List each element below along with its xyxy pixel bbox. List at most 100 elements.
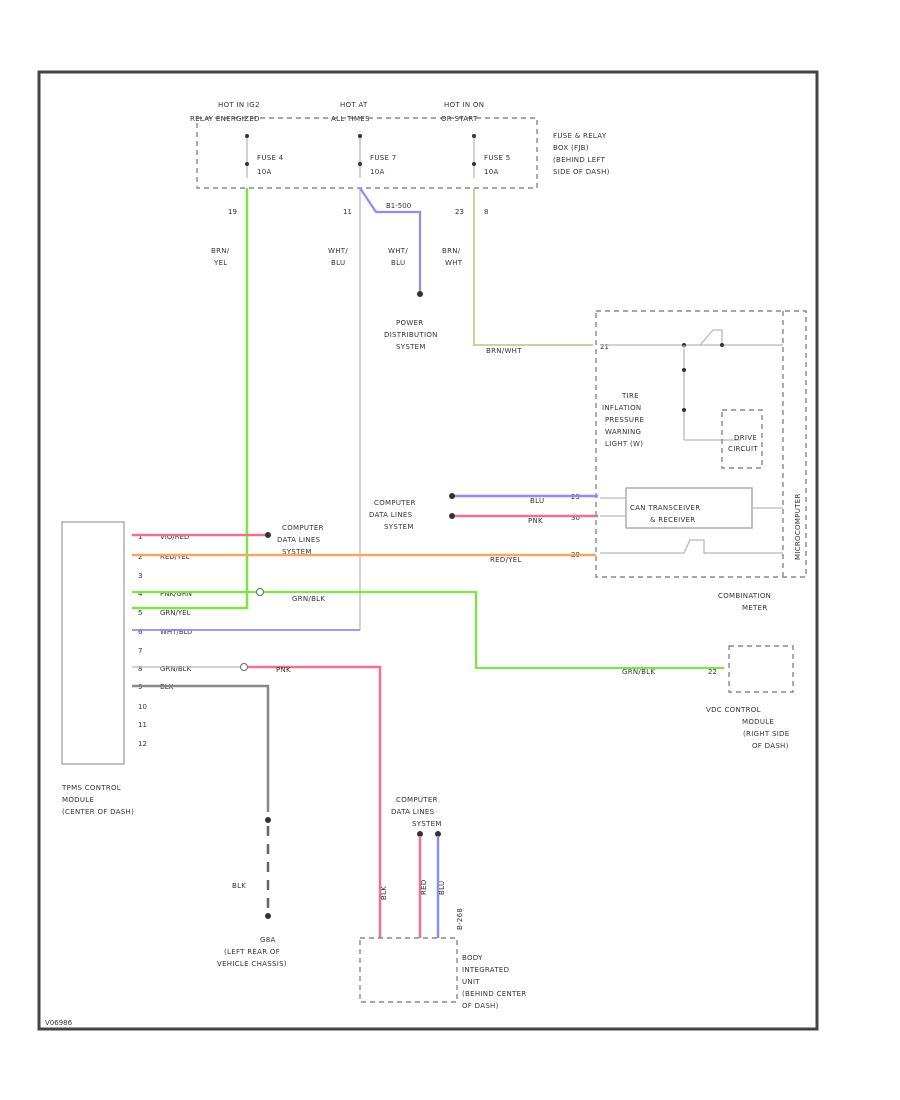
diagram-frame: [37, 70, 819, 1031]
wire-fuse5-2: WHT: [445, 259, 463, 267]
bic-label-5: OF DASH): [462, 1002, 499, 1010]
tire-4: WARNING: [605, 428, 641, 436]
tire-3: PRESSURE: [605, 416, 644, 424]
bic-connector: B-268: [456, 908, 464, 930]
tpms-pins: 1 VIO/RED 2 RED/YEL 3 4 PNK/GRN 5 GRN/YE…: [138, 533, 192, 748]
wire-fuse7-b1: WHT/: [388, 247, 408, 255]
footer-code: V06986: [45, 1019, 73, 1027]
tpms-pin-6: 6: [138, 628, 143, 636]
meter-micro: MICROCOMPUTER: [794, 493, 802, 560]
wire-fuse4-color1: BRN/: [211, 247, 230, 255]
wire-grn-blk-vdc: [132, 590, 724, 670]
comp-data-1-3: SYSTEM: [282, 548, 312, 556]
wire-fuse7-b2: BLU: [391, 259, 405, 267]
tpms-pin-8: 8: [138, 665, 142, 673]
fuse-box-label-3: (BEHIND LEFT: [553, 156, 606, 164]
bic-label-1: BODY: [462, 954, 483, 962]
wire-red-yel-label: RED/YEL: [490, 556, 522, 564]
ground-label-3: VEHICLE CHASSIS): [217, 960, 287, 968]
tpms-pin-8-color: GRN/BLK: [160, 665, 192, 673]
wire-fuse5-1: BRN/: [442, 247, 461, 255]
fuse-4: FUSE 4 10A: [245, 134, 284, 178]
tire-1: TIRE: [621, 392, 639, 400]
pin-8: 8: [484, 208, 488, 216]
comp-data-3-2: DATA LINES: [391, 808, 435, 816]
power-dist-2: DISTRIBUTION: [384, 331, 438, 339]
tpms-label-1: TPMS CONTROL: [61, 784, 121, 792]
vdc-label-4: OF DASH): [752, 742, 789, 750]
vdc-label-2: MODULE: [742, 718, 774, 726]
bic-wire-1: BLK: [380, 886, 388, 900]
power-dist-1: POWER: [396, 319, 423, 327]
wire-fuse7-a2: BLU: [331, 259, 345, 267]
wire-pnk-bic: [248, 665, 382, 938]
combination-meter: [595, 310, 807, 578]
tpms-label-2: MODULE: [62, 796, 94, 804]
fuse-box-label-4: SIDE OF DASH): [553, 168, 610, 176]
tpms-pin-5-color: GRN/YEL: [160, 609, 191, 617]
fuse7-amp: 10A: [370, 168, 385, 176]
meter-label-2: METER: [742, 604, 768, 612]
tpms-pin-4: 4: [138, 590, 143, 598]
comp-data-3-3: SYSTEM: [412, 820, 442, 828]
bic-label-4: (BEHIND CENTER: [462, 990, 526, 998]
tpms-pin-1: 1: [138, 533, 142, 541]
tpms-pin-2-color: RED/YEL: [160, 553, 190, 561]
vdc-pin-22: 22: [708, 668, 717, 676]
b1-500-label: B1-500: [386, 202, 411, 210]
wire-grn-blk-vdc-label: GRN/BLK: [622, 668, 655, 676]
drive-label: DRIVE: [734, 434, 757, 442]
pin-23: 23: [455, 208, 464, 216]
can-label-1: CAN TRANSCEIVER: [630, 504, 700, 512]
tpms-pin-4-color: PNK/GRN: [160, 590, 192, 598]
bic-wire-2: RED: [420, 879, 428, 895]
source-fuse7-label: HOT AT: [340, 101, 368, 109]
can-label-2: & RECEIVER: [650, 516, 695, 524]
fuse-box-label-2: BOX (FJB): [553, 144, 589, 152]
comp-data-2-2: DATA LINES: [369, 511, 413, 519]
fuse5-amp: 10A: [484, 168, 499, 176]
tpms-label-3: (CENTER OF DASH): [62, 808, 134, 816]
tpms-pin-6-color: WHT/BLU: [160, 628, 192, 636]
wire-brn-wht: [473, 188, 593, 346]
fuse-relay-box: [196, 117, 538, 189]
fuse5-name: FUSE 5: [484, 154, 511, 162]
source-fuse4-label: HOT IN IG2: [218, 101, 260, 109]
fuse-5: FUSE 5 10A: [472, 134, 511, 178]
meter-pin-30: 30: [571, 514, 580, 522]
vdc-label-1: VDC CONTROL: [706, 706, 761, 714]
wire-pnk-label: PNK: [276, 666, 291, 674]
wire-brn-yel: [132, 188, 249, 610]
bic-label-3: UNIT: [462, 978, 480, 986]
comp-data-1-1: COMPUTER: [282, 524, 324, 532]
comp-data-1-2: DATA LINES: [277, 536, 321, 544]
can-pnk-label: PNK: [528, 517, 543, 525]
fuse4-name: FUSE 4: [257, 154, 284, 162]
wire-blk-label: BLK: [232, 882, 246, 890]
wire-blk-ground: [132, 684, 270, 812]
wire-fuse7-a1: WHT/: [328, 247, 348, 255]
pin-19: 19: [228, 208, 237, 216]
tpms-pin-1-color: VIO/RED: [160, 533, 189, 541]
vdc-control-module: [728, 645, 794, 693]
tpms-control-module: [61, 521, 125, 765]
bic-wire-3: BLU: [438, 881, 446, 895]
comp-data-3-1: COMPUTER: [396, 796, 438, 804]
meter-pin-21: 21: [600, 343, 609, 351]
comp-data-2-3: SYSTEM: [384, 523, 414, 531]
tpms-pin-7: 7: [138, 647, 142, 655]
drive-circuit-box: [721, 409, 763, 469]
tpms-pin-12: 12: [138, 740, 147, 748]
tpms-pin-2: 2: [138, 553, 142, 561]
ground-label-1: G8A: [260, 936, 276, 944]
body-integrated-unit: [359, 937, 458, 1003]
pin-11: 11: [343, 208, 352, 216]
vdc-label-3: (RIGHT SIDE: [743, 730, 789, 738]
wire-fuse4-color2: YEL: [213, 259, 228, 267]
source-fuse5-label: HOT IN ON: [444, 101, 484, 109]
source-fuse5-label2: OR START: [441, 115, 478, 123]
source-fuse7-label2: ALL TIMES: [331, 115, 370, 123]
tire-5: LIGHT (W): [605, 440, 643, 448]
meter-label-1: COMBINATION: [718, 592, 771, 600]
